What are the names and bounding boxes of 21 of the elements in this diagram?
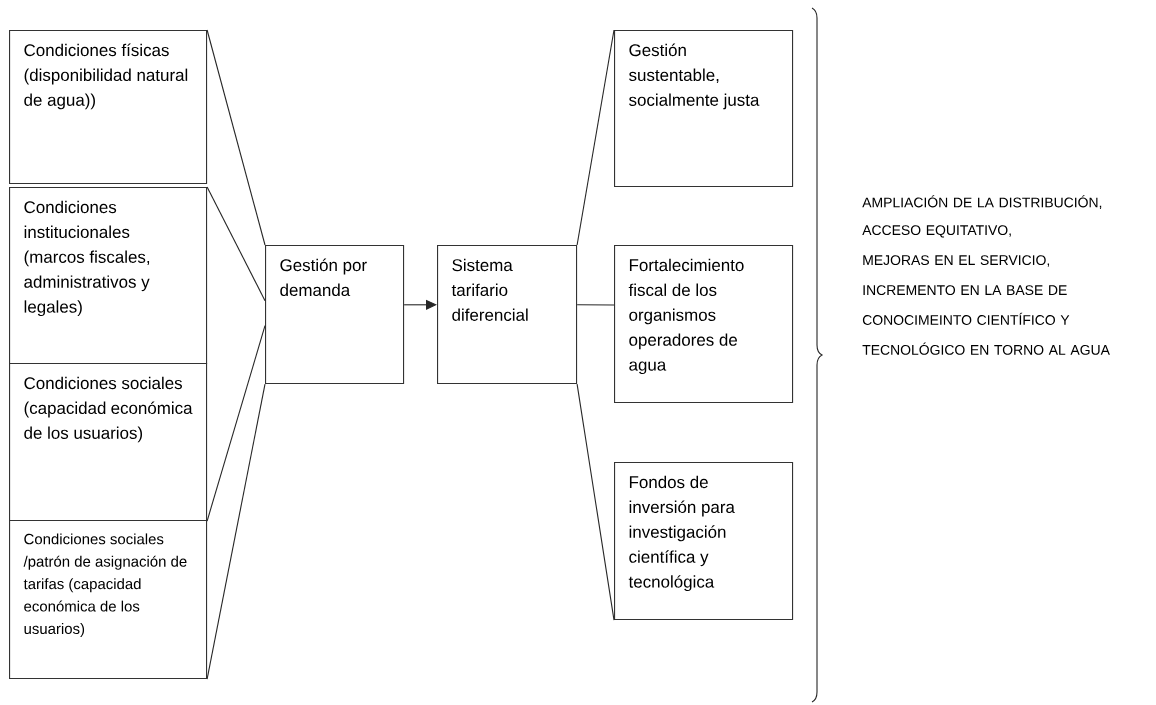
connector-line — [576, 383, 615, 621]
connector-line — [576, 29, 615, 246]
connector-line — [206, 186, 266, 302]
text-box: Gestión sustentable, socialmente justa — [614, 30, 794, 188]
text-box: Condiciones físicas (disponibilidad natural de agua)) — [9, 30, 208, 185]
outcome-text: ACCESO EQUITATIVO, — [862, 225, 1011, 238]
connector-line — [206, 325, 266, 522]
outcome-text: MEJORAS EN EL SERVICIO, — [863, 255, 1050, 267]
arrow — [403, 299, 437, 310]
text-box: Condiciones institucionales (marcos fiscales, administrativos y legales) — [9, 187, 208, 365]
text-box: Fortalecimiento fiscal de los organismos operadores de agua — [614, 245, 794, 404]
text-box: Condiciones sociales /patrón de asignación de tarifas (capacidad económica de los usuarios) — [9, 520, 208, 680]
outcome-text: INCREMENTO EN LA BASE DE CONOCIMEINTO CIENTÍFICO Y TECNOLÓGICO EN TORNO AL AGUA — [862, 285, 1110, 355]
connector-line — [206, 29, 266, 246]
text-box: Sistema tarifario diferencial — [437, 245, 578, 385]
text-box: Condiciones sociales (capacidad económica de los usuarios) — [9, 363, 208, 522]
connector-line — [576, 304, 615, 306]
outcome-text: AMPLIACIÓN DE LA DISTRIBUCIÓN, — [862, 195, 1102, 210]
connector-line — [206, 383, 266, 680]
text-box: Fondos de inversión para investigación científica y tecnológica — [614, 462, 794, 621]
text-box: Gestión por demanda — [265, 245, 405, 385]
